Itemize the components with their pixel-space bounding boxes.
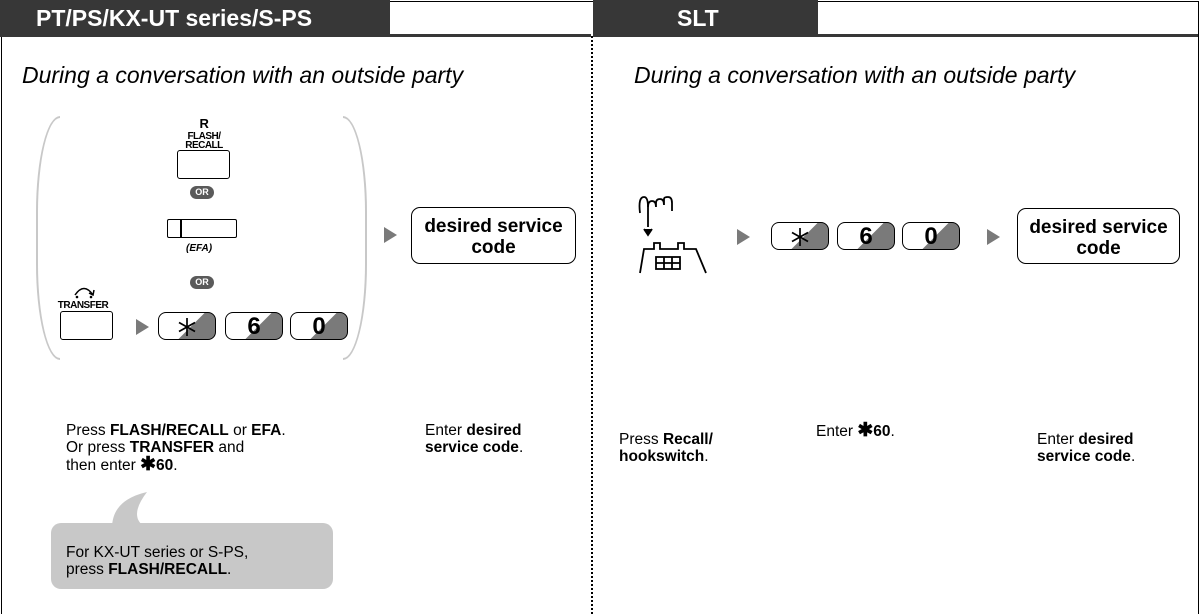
- star-key: [158, 312, 216, 340]
- efa-label: (EFA): [186, 243, 213, 254]
- left-subtitle: During a conversation with an outside pa…: [22, 62, 464, 88]
- arrow-icon: [384, 227, 397, 243]
- code-box-line1: desired service: [1029, 217, 1168, 238]
- tab-slt: SLT: [593, 0, 818, 36]
- note-bubble: [51, 523, 333, 589]
- bubble-tail: [112, 492, 147, 528]
- tab-underline: [593, 34, 1198, 37]
- arrow-icon: [737, 229, 750, 245]
- caption-enter-code: Enter desired service code.: [1037, 431, 1136, 465]
- efa-button: [167, 219, 237, 238]
- digit-key-0: 0: [902, 222, 960, 250]
- star-glyph: ✱: [140, 454, 157, 475]
- hookswitch-icon: [638, 196, 707, 274]
- desired-service-code-box: desired service code: [411, 207, 576, 264]
- desired-service-code-box: desired service code: [1017, 208, 1180, 264]
- or-badge: OR: [190, 186, 214, 199]
- tab-label: PT/PS/KX-UT series/S-PS: [36, 5, 313, 31]
- code-box-line2: code: [471, 237, 516, 258]
- digit-key-0: 0: [290, 312, 348, 340]
- caption-press-recall: Press Recall/ hookswitch.: [619, 431, 713, 465]
- flash-label-1: FLASH/: [187, 131, 221, 142]
- caption-press-flash: Press FLASH/RECALL or EFA. Or press TRAN…: [66, 422, 286, 475]
- star-key: [771, 222, 829, 250]
- digit-key-6: 6: [837, 222, 895, 250]
- code-box-line1: desired service: [424, 216, 563, 237]
- flash-recall-button: [177, 150, 230, 179]
- star-icon: [791, 228, 809, 246]
- star-icon: [178, 318, 196, 336]
- tab-pt-ps-kx-ut: PT/PS/KX-UT series/S-PS: [0, 0, 390, 36]
- transfer-button: [60, 311, 113, 340]
- panel-divider: [591, 36, 593, 614]
- caption-enter-star60: Enter ✱60.: [816, 420, 895, 441]
- digit-key-6: 6: [225, 312, 283, 340]
- tab-label: SLT: [677, 5, 719, 31]
- code-box-line2: code: [1076, 238, 1121, 259]
- efa-button-divider: [180, 220, 182, 237]
- arrow-icon: [136, 319, 149, 335]
- right-subtitle: During a conversation with an outside pa…: [634, 62, 1076, 88]
- transfer-arc-icon: [74, 287, 95, 299]
- caption-enter-code: Enter desired service code.: [425, 422, 524, 456]
- star-glyph: ✱: [857, 420, 874, 441]
- flash-r-label: R: [199, 116, 209, 131]
- flash-label-2: RECALL: [185, 140, 223, 151]
- bubble-text: For KX-UT series or S-PS, press FLASH/RE…: [66, 544, 249, 578]
- or-badge: OR: [190, 276, 214, 289]
- tab-underline: [0, 34, 591, 37]
- arrow-icon: [987, 229, 1000, 245]
- transfer-label: TRANSFER: [57, 300, 109, 311]
